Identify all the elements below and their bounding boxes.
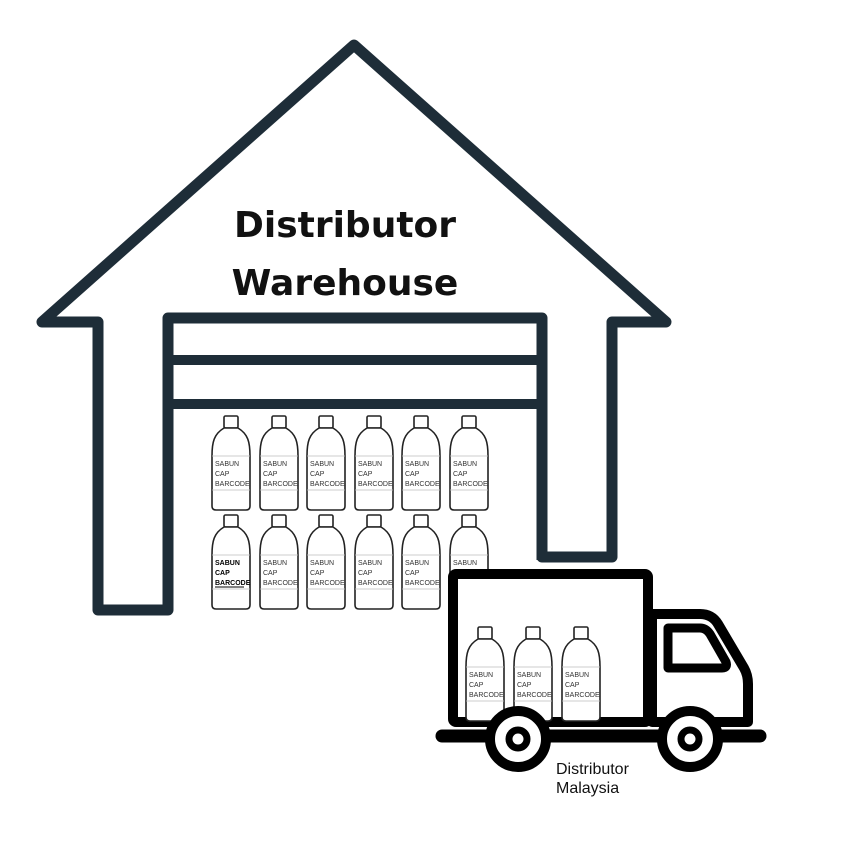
bottle-label-text: SABUN bbox=[517, 672, 541, 679]
bottle-label-text: BARCODE bbox=[405, 580, 440, 587]
bottle-label-text: CAP bbox=[310, 471, 325, 478]
bottle-label-text: BARCODE bbox=[358, 580, 393, 587]
warehouse-title-line2: Warehouse bbox=[231, 263, 459, 304]
bottle-icon: SABUN CAP BARCODE bbox=[465, 626, 505, 722]
bottle-label-text: SABUN bbox=[263, 560, 287, 567]
bottle-label-text: SABUN bbox=[358, 560, 382, 567]
bottle-label-text: BARCODE bbox=[565, 692, 600, 699]
warehouse-title-line1: Distributor bbox=[233, 205, 457, 246]
bottle-label-text: CAP bbox=[469, 682, 484, 689]
bottle-label-text: SABUN bbox=[263, 461, 287, 468]
bottle-label-text: CAP bbox=[565, 682, 580, 689]
truck-caption-line1: Distributor bbox=[556, 761, 629, 778]
bottle-label-text: SABUN bbox=[469, 672, 493, 679]
bottle-label-text: BARCODE bbox=[453, 481, 488, 488]
truck-icon bbox=[448, 569, 753, 727]
bottle-icon: SABUN CAP BARCODE bbox=[306, 415, 346, 511]
warehouse-bottle-grid: SABUN CAP BARCODE SABUN CAP BARCODE SABUN CAP BA… bbox=[211, 415, 489, 610]
bottle-icon: SABUN CAP BARCODE bbox=[354, 415, 394, 511]
bottle-icon: SABUN CAP BARCODE bbox=[401, 514, 441, 610]
bottle-label-text: CAP bbox=[263, 570, 278, 577]
bottle-icon: SABUN CAP BARCODE bbox=[513, 626, 553, 722]
bottle-label-text: CAP bbox=[215, 570, 230, 577]
bottle-label-text: SABUN bbox=[215, 461, 239, 468]
bottle-label-text: SABUN bbox=[358, 461, 382, 468]
bottle-label-text: BARCODE bbox=[263, 580, 298, 587]
bottle-icon: SABUN CAP BARCODE bbox=[354, 514, 394, 610]
bottle-label-text: CAP bbox=[310, 570, 325, 577]
truck-chassis bbox=[435, 706, 767, 772]
bottle-label-text: CAP bbox=[358, 570, 373, 577]
bottle-label-text: CAP bbox=[215, 471, 230, 478]
bottle-icon: SABUN CAP BARCODE bbox=[211, 415, 251, 511]
bottle-icon: SABUN CAP BARCODE bbox=[306, 514, 346, 610]
bottle-label-text: BARCODE bbox=[310, 481, 345, 488]
bottle-label-text: CAP bbox=[517, 682, 532, 689]
bottle-label-text: CAP bbox=[453, 471, 468, 478]
bottle-label-text: CAP bbox=[358, 471, 373, 478]
bottle-icon: SABUN CAP BARCODE bbox=[561, 626, 601, 722]
truck-caption-line2: Malaysia bbox=[556, 780, 620, 797]
bottle-label-text: BARCODE bbox=[215, 580, 251, 587]
bottle-icon: SABUN CAP BARCODE bbox=[401, 415, 441, 511]
warehouse-icon bbox=[36, 39, 672, 616]
bottle-label-text: CAP bbox=[405, 471, 420, 478]
bottle-label-text: SABUN bbox=[405, 461, 429, 468]
bottle-label-text: BARCODE bbox=[263, 481, 298, 488]
bottle-label-text: SABUN bbox=[310, 560, 334, 567]
bottle-label-text: SABUN bbox=[310, 461, 334, 468]
bottle-label-text: SABUN bbox=[453, 560, 477, 567]
bottle-label-text: SABUN bbox=[405, 560, 429, 567]
bottle-label-text: CAP bbox=[405, 570, 420, 577]
bottle-label-text: BARCODE bbox=[405, 481, 440, 488]
bottle-label-text: BARCODE bbox=[469, 692, 504, 699]
bottle-label-text: BARCODE bbox=[517, 692, 552, 699]
truck-bottle-row: SABUN CAP BARCODE SABUN CAP BARCODE SABUN CAP BA… bbox=[465, 626, 601, 722]
bottle-label-text: BARCODE bbox=[215, 481, 250, 488]
bottle-label-text: BARCODE bbox=[310, 580, 345, 587]
bottle-label-text: BARCODE bbox=[358, 481, 393, 488]
bottle-icon: SABUN CAP BARCODE bbox=[449, 415, 489, 511]
bottle-label-text: SABUN bbox=[565, 672, 589, 679]
bottle-icon: SABUN CAP BARCODE bbox=[211, 514, 251, 610]
bottle-label-text: SABUN bbox=[215, 560, 240, 567]
bottle-icon: SABUN CAP BARCODE bbox=[259, 415, 299, 511]
bottle-icon: SABUN CAP BARCODE bbox=[259, 514, 299, 610]
truck-wheel-rear bbox=[485, 706, 551, 772]
truck-wheel-front bbox=[657, 706, 723, 772]
bottle-label-text: CAP bbox=[263, 471, 278, 478]
bottle-label-text: SABUN bbox=[453, 461, 477, 468]
